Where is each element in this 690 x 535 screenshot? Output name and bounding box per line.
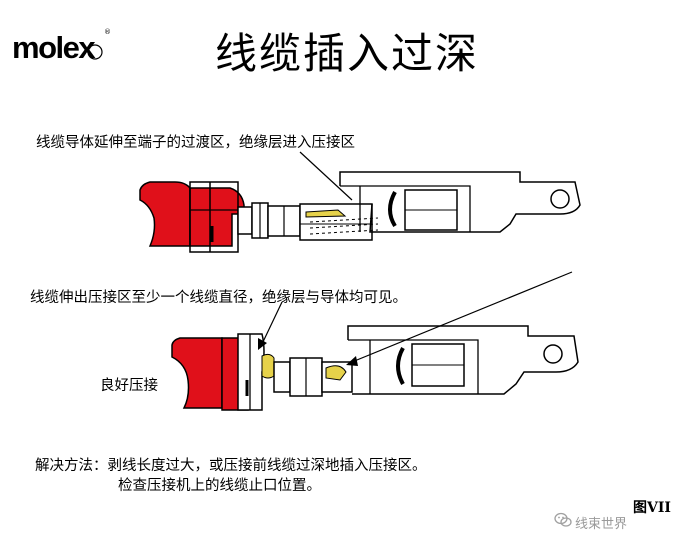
terminal-top — [139, 151, 581, 253]
page-title: 线缆插入过深 — [215, 29, 480, 78]
insulation-barrel-top — [189, 181, 239, 253]
cable-insulation-bottom — [171, 337, 223, 409]
registered-mark: ® — [104, 28, 111, 36]
conductor-visible-bottom — [261, 353, 275, 379]
good-crimp-label: 良好压接 — [100, 378, 158, 394]
terminal-bottom — [171, 271, 579, 411]
logo-x-mark — [87, 44, 103, 60]
watermark-text: 线束世界 — [575, 517, 628, 532]
solution-line-2: 检查压接机上的线缆止口位置。 — [118, 478, 321, 494]
solution-line-1: 解决方法：剥线长度过大，或压接前线缆过深地插入压接区。 — [35, 458, 427, 474]
conductor-strands-top — [305, 209, 347, 218]
figure-number: 图VII — [633, 500, 671, 516]
wechat-icon — [554, 512, 572, 527]
molex-logo: molex — [12, 30, 96, 65]
cable-insulation-top — [139, 181, 191, 247]
annotation-top: 线缆导体延伸至端子的过渡区，绝缘层进入压接区 — [36, 135, 355, 151]
annotation-bottom: 线缆伸出压接区至少一个线缆直径，绝缘层与导体均可见。 — [30, 290, 407, 306]
